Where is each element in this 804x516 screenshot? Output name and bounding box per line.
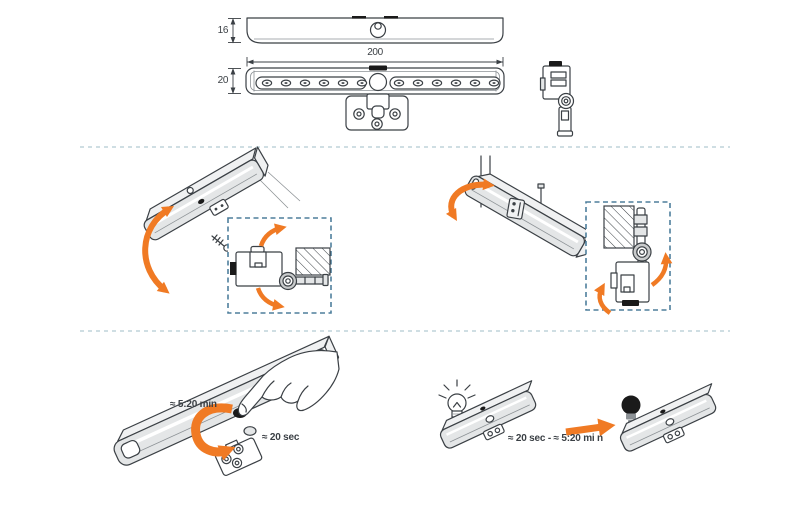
- rotation-arrow-icon-right: [445, 178, 495, 222]
- hand-icon: [237, 350, 340, 417]
- sensor-lens: [243, 426, 257, 436]
- light-lens: [622, 300, 639, 306]
- switch-tab: [369, 65, 387, 71]
- press-button-diagram: [113, 335, 340, 477]
- timeout-diagram: [434, 379, 728, 462]
- wall-hatch: [295, 247, 331, 276]
- swivel-arrow-down-icon: [255, 287, 285, 311]
- height-dimension: [228, 18, 241, 44]
- press-turn-arrow-icon: [191, 403, 236, 461]
- bulb-off-icon: [621, 395, 641, 423]
- sensor-button-hole: [368, 72, 388, 92]
- width-dimension: [228, 68, 241, 94]
- led-holes-right: [393, 79, 500, 87]
- swivel-arrow-right-icon: [650, 252, 673, 287]
- length-dimension-label: 200: [367, 47, 383, 58]
- light-bar-3d-right: [464, 173, 599, 258]
- mounting-bracket-drawing: [345, 93, 409, 131]
- height-dimension-label: 16: [217, 25, 229, 36]
- auto-off-range-label: ≈ 20 sec - ≈ 5:20 mi n: [508, 433, 603, 444]
- tilt-diagram-ceiling: [445, 155, 673, 315]
- width-dimension-label: 20: [217, 75, 229, 86]
- rotation-arrow-icon-left: [142, 205, 175, 294]
- tilt-diagram-wall: [142, 146, 332, 314]
- detail-box-wall-mount: [227, 217, 332, 314]
- bracket-side-view: [539, 61, 575, 137]
- hold-duration-label: ≈ 5:20 min: [170, 399, 217, 410]
- transition-arrow-icon: [565, 418, 616, 437]
- light-bar-on: [434, 379, 548, 459]
- swivel-arrow-left-icon: [594, 282, 612, 315]
- led-holes-left: [261, 79, 368, 87]
- light-bar-off: [614, 382, 728, 462]
- press-duration-label: ≈ 20 sec: [262, 432, 300, 443]
- side-view-drawing: [246, 16, 504, 44]
- mount-plate: [506, 197, 526, 220]
- detail-box-ceiling-mount: [585, 201, 673, 315]
- ceiling-hatch: [603, 205, 635, 249]
- swivel-arrow-up-icon: [258, 223, 287, 247]
- length-dimension: [246, 57, 504, 67]
- top-view-drawing: [245, 65, 505, 95]
